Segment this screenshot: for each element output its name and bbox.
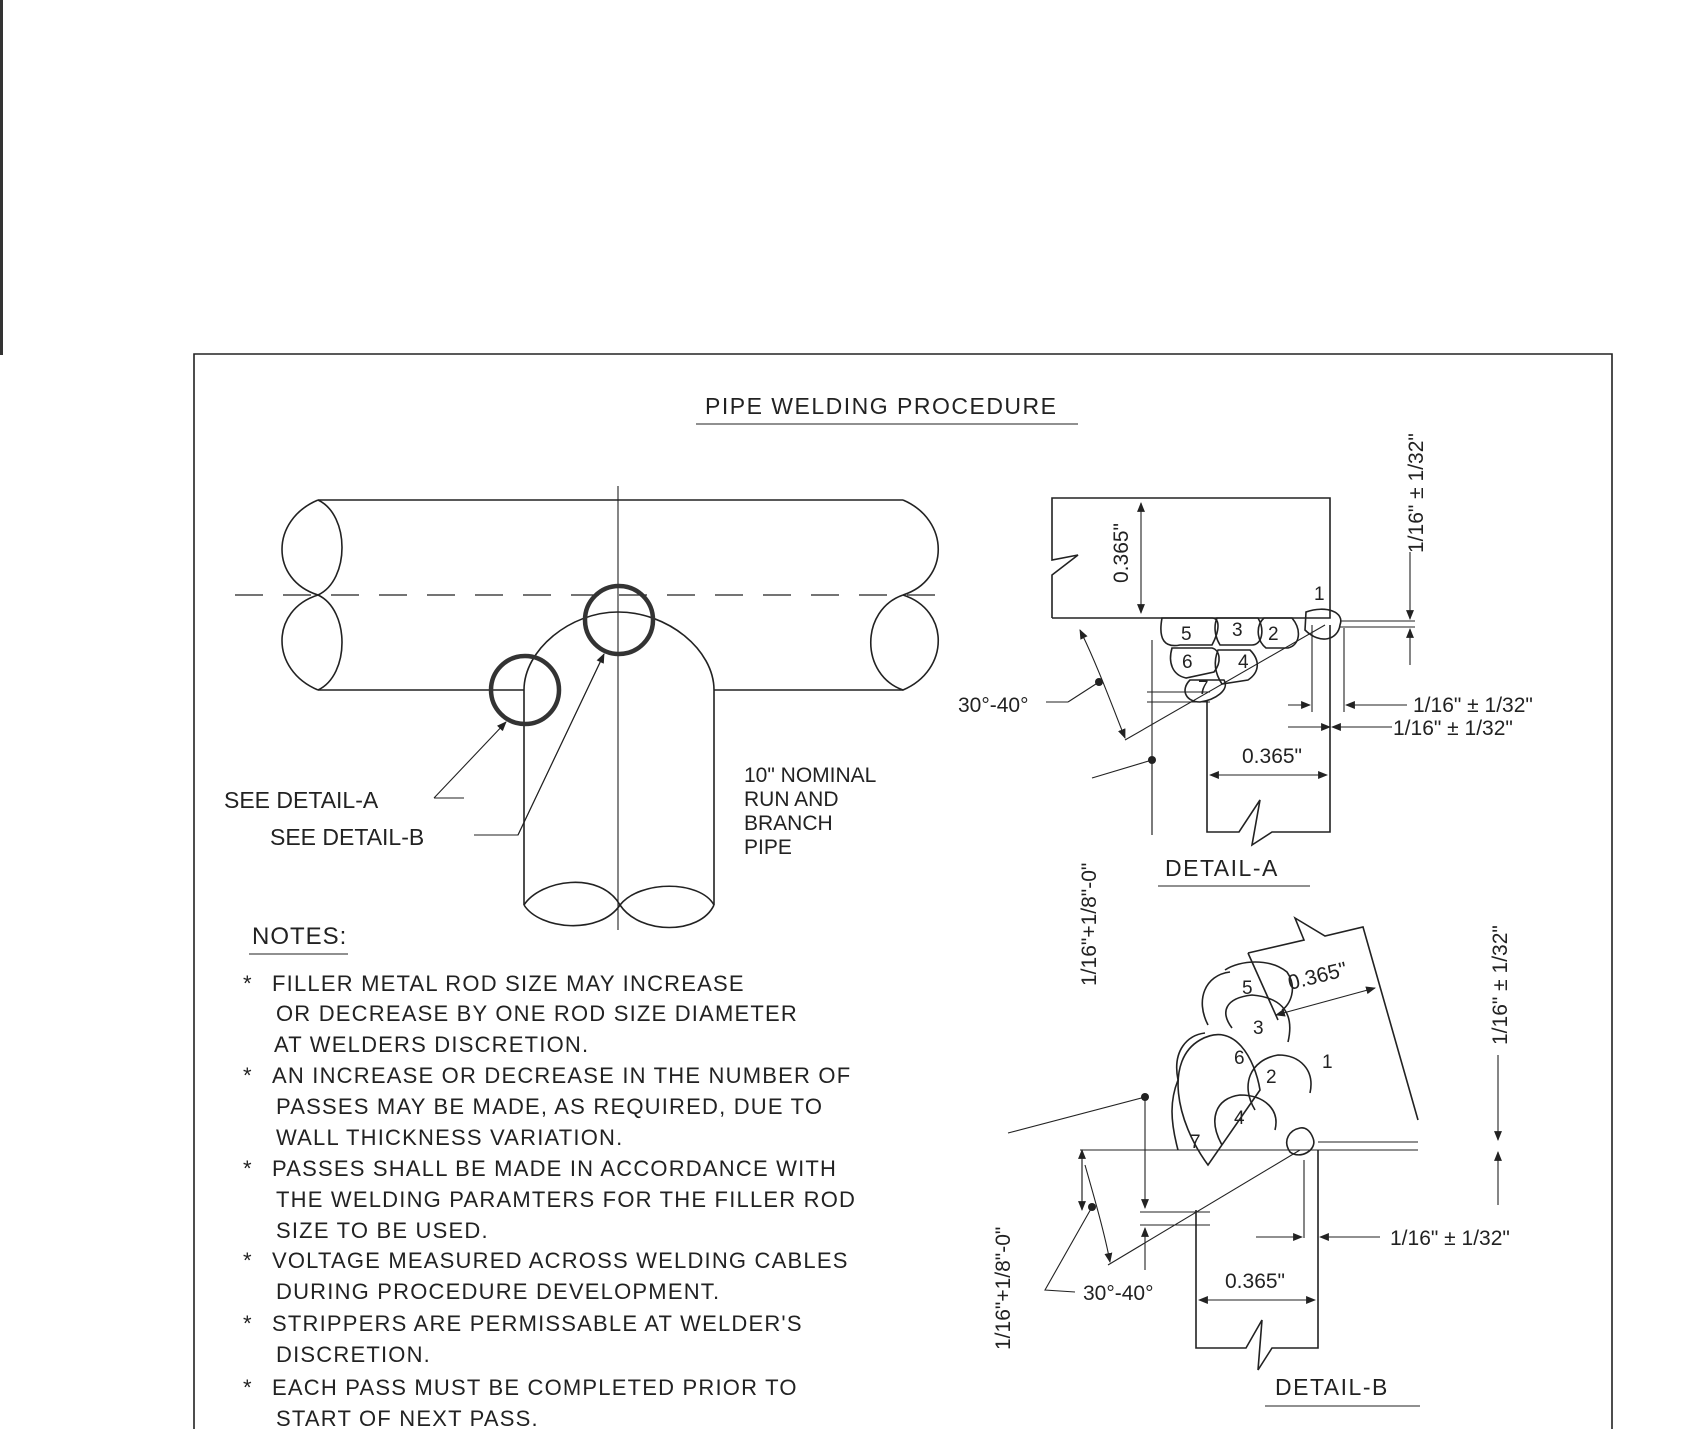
svg-text:*: * [243, 1063, 253, 1088]
svg-text:30°-40°: 30°-40° [1083, 1282, 1154, 1305]
svg-text:1: 1 [1322, 1052, 1333, 1073]
svg-text:1: 1 [1314, 584, 1325, 605]
detail-a: 0.365" 0.365" 5 3 2 1 6 4 7 30°-40° [958, 433, 1533, 986]
svg-text:5: 5 [1242, 978, 1253, 999]
svg-text:STRIPPERS ARE PERMISSABLE AT W: STRIPPERS ARE PERMISSABLE AT WELDER'S [272, 1311, 803, 1336]
svg-text:AT WELDERS DISCRETION.: AT WELDERS DISCRETION. [274, 1032, 589, 1057]
drawing-border [193, 353, 1613, 1429]
svg-text:2: 2 [1266, 1067, 1277, 1088]
pipe-note: 10" NOMINAL RUN AND BRANCH PIPE [744, 764, 876, 859]
see-detail-a-label: SEE DETAIL-A [224, 787, 379, 813]
pipe-tee [235, 486, 955, 930]
svg-text:NOTES:: NOTES: [252, 923, 347, 950]
svg-text:VOLTAGE MEASURED ACROSS WELDIN: VOLTAGE MEASURED ACROSS WELDING CABLES [272, 1248, 849, 1273]
svg-text:PASSES SHALL BE MADE IN ACCORD: PASSES SHALL BE MADE IN ACCORDANCE WITH [272, 1156, 837, 1181]
notes: NOTES: * FILLER METAL ROD SIZE MAY INCRE… [243, 923, 856, 1429]
svg-text:3: 3 [1253, 1018, 1264, 1039]
svg-text:1/16" ± 1/32": 1/16" ± 1/32" [1393, 717, 1513, 740]
scan-edge [0, 0, 3, 355]
svg-text:4: 4 [1238, 652, 1249, 673]
svg-text:EACH PASS MUST BE COMPLETED PR: EACH PASS MUST BE COMPLETED PRIOR TO [272, 1375, 798, 1400]
svg-text:FILLER METAL ROD SIZE MAY INCR: FILLER METAL ROD SIZE MAY INCREASE [272, 971, 745, 996]
detail-a-circle [488, 653, 562, 727]
svg-text:30°-40°: 30°-40° [958, 694, 1029, 717]
svg-text:6: 6 [1234, 1048, 1245, 1069]
svg-text:PASSES MAY BE MADE, AS REQUIRE: PASSES MAY BE MADE, AS REQUIRED, DUE TO [276, 1094, 823, 1119]
svg-text:DURING PROCEDURE DEVELOPMENT.: DURING PROCEDURE DEVELOPMENT. [276, 1279, 720, 1304]
svg-text:*: * [243, 971, 253, 996]
svg-text:0.365": 0.365" [1110, 523, 1133, 583]
svg-text:3: 3 [1232, 620, 1243, 641]
svg-text:*: * [243, 1156, 253, 1181]
detail-b-circle [582, 583, 656, 657]
svg-text:*: * [243, 1375, 253, 1400]
svg-text:THE WELDING PARAMTERS FOR THE: THE WELDING PARAMTERS FOR THE FILLER ROD [276, 1187, 856, 1212]
svg-text:4: 4 [1234, 1108, 1245, 1129]
drawing-title: PIPE WELDING PROCEDURE [705, 393, 1058, 419]
svg-text:7: 7 [1198, 678, 1209, 699]
svg-text:PIPE: PIPE [744, 836, 792, 859]
svg-text:WALL THICKNESS VARIATION.: WALL THICKNESS VARIATION. [276, 1125, 623, 1150]
svg-text:OR DECREASE BY ONE ROD SIZE DI: OR DECREASE BY ONE ROD SIZE DIAMETER [276, 1001, 798, 1026]
svg-text:5: 5 [1181, 624, 1192, 645]
svg-text:1/16"+1/8"-0": 1/16"+1/8"-0" [992, 1227, 1015, 1350]
svg-text:AN INCREASE OR DECREASE IN THE: AN INCREASE OR DECREASE IN THE NUMBER OF [272, 1063, 851, 1088]
svg-text:BRANCH: BRANCH [744, 812, 833, 835]
detail-b: 0.365" 6 5 3 2 1 4 7 1/16" ± 1/32" 0.365… [992, 916, 1512, 1407]
svg-text:0.365": 0.365" [1242, 745, 1302, 768]
svg-text:SIZE TO BE USED.: SIZE TO BE USED. [276, 1218, 489, 1243]
svg-text:*: * [243, 1248, 253, 1273]
svg-text:1/16" ± 1/32": 1/16" ± 1/32" [1390, 1227, 1510, 1250]
svg-text:10" NOMINAL: 10" NOMINAL [744, 764, 876, 787]
svg-text:1/16"+1/8"-0": 1/16"+1/8"-0" [1078, 863, 1101, 986]
svg-text:RUN AND: RUN AND [744, 788, 839, 811]
detail-b-title: DETAIL-B [1275, 1374, 1389, 1400]
svg-text:7: 7 [1190, 1132, 1201, 1153]
detail-a-title: DETAIL-A [1165, 855, 1279, 881]
see-detail-b-label: SEE DETAIL-B [270, 824, 424, 850]
svg-text:1/16" ± 1/32": 1/16" ± 1/32" [1489, 925, 1512, 1045]
svg-text:0.365": 0.365" [1286, 958, 1350, 995]
svg-text:START OF NEXT PASS.: START OF NEXT PASS. [276, 1406, 539, 1429]
svg-text:6: 6 [1182, 652, 1193, 673]
svg-text:0.365": 0.365" [1225, 1270, 1285, 1293]
svg-text:DISCRETION.: DISCRETION. [276, 1342, 431, 1367]
svg-text:2: 2 [1268, 624, 1279, 645]
svg-text:*: * [243, 1311, 253, 1336]
svg-text:1/16" ± 1/32": 1/16" ± 1/32" [1405, 433, 1428, 553]
svg-text:1/16" ± 1/32": 1/16" ± 1/32" [1413, 694, 1533, 717]
